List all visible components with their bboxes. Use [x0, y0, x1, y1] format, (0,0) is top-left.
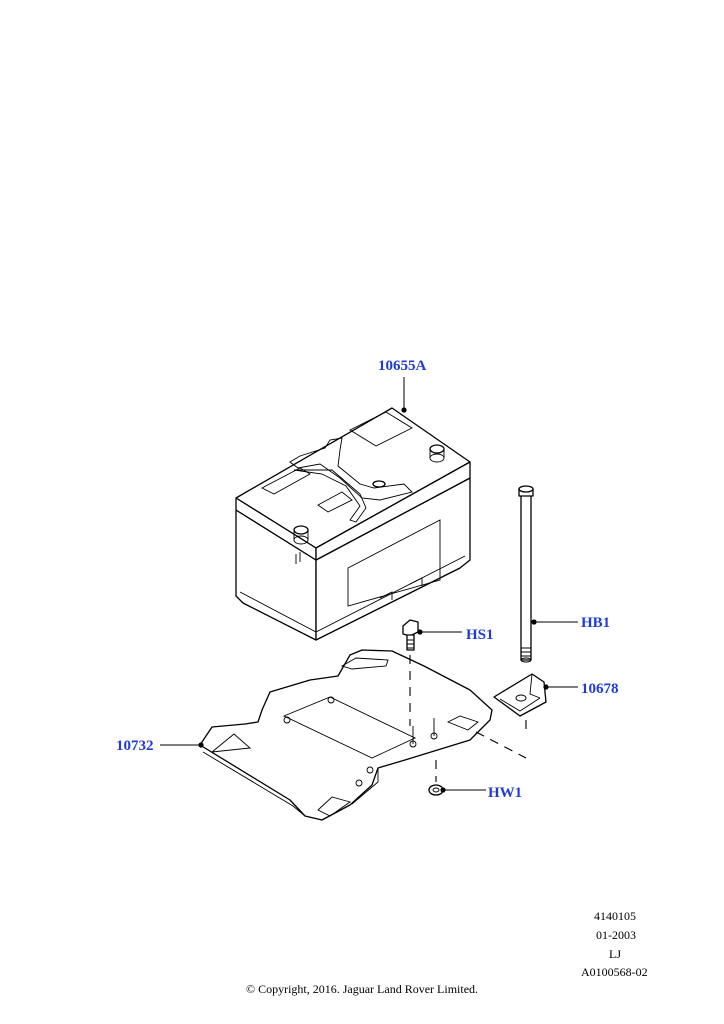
callout-screw[interactable]: HS1	[466, 627, 494, 643]
callout-hold-down-bolt[interactable]: HB1	[581, 615, 611, 631]
callout-bracket[interactable]: 10678	[581, 681, 619, 697]
callout-washer[interactable]: HW1	[488, 785, 523, 801]
drawing-image-code: A0100568-02	[581, 965, 648, 979]
screw-drawing	[402, 619, 419, 651]
drawing-ref-number: 4140105	[594, 909, 636, 923]
drawing-initials: LJ	[609, 947, 621, 961]
drawing-date: 01-2003	[596, 928, 636, 942]
callout-battery[interactable]: 10655A	[378, 358, 427, 374]
copyright-notice: © Copyright, 2016. Jaguar Land Rover Lim…	[245, 982, 479, 996]
assembly-lines	[409, 655, 527, 782]
leader-lines	[160, 377, 578, 793]
hold-down-bolt-drawing	[518, 485, 534, 663]
bracket-drawing	[493, 673, 547, 717]
battery-tray-drawing	[199, 649, 493, 821]
callout-tray[interactable]: 10732	[116, 738, 154, 754]
battery-drawing	[235, 407, 471, 641]
